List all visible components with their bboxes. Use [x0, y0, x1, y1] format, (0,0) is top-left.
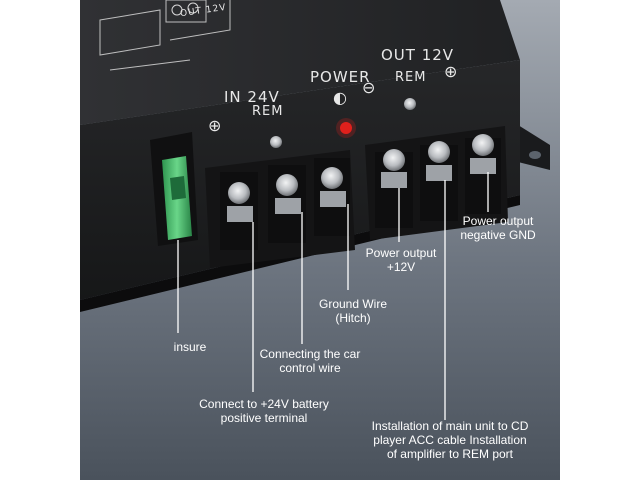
- negative-symbol: ⊖: [362, 78, 376, 97]
- callout-fuse: insure: [173, 340, 207, 354]
- rem-left-label: REM: [252, 104, 284, 119]
- ground-symbol: ◐: [333, 88, 347, 107]
- power-label: POWER: [310, 68, 371, 86]
- callout-battery-positive: Connect to +24V battery positive termina…: [199, 397, 329, 425]
- callout-car-control: Connecting the car control wire: [259, 347, 361, 375]
- callout-power-output-positive: Power output +12V: [365, 246, 437, 274]
- callout-power-output-negative: Power output negative GND: [460, 214, 536, 242]
- device-photo: [80, 0, 560, 480]
- positive-symbol-out: ⊕: [444, 62, 458, 81]
- callout-rem-port: Installation of main unit to CD player A…: [371, 419, 529, 461]
- out-12v-label: OUT 12V: [381, 46, 455, 64]
- rem-right-label: REM: [395, 70, 427, 85]
- in-24v-label: IN 24V: [224, 88, 280, 106]
- callout-ground-wire: Ground Wire (Hitch): [318, 297, 388, 325]
- positive-symbol-in: ⊕: [208, 116, 222, 135]
